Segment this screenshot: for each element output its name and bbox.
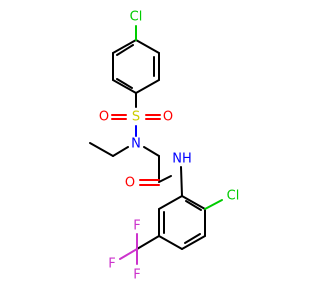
bond-c-f bbox=[119, 248, 138, 260]
atom-label-o: O bbox=[99, 110, 109, 125]
atom-label-s: S bbox=[132, 110, 140, 125]
bond bbox=[181, 195, 206, 210]
chloro-trifluoromethyl-phenyl-ring bbox=[158, 195, 206, 250]
bond-n-ch2 bbox=[143, 146, 160, 157]
bond bbox=[135, 79, 160, 94]
atom-label-cl: Cl bbox=[130, 10, 143, 25]
chlorophenyl-ring bbox=[112, 39, 160, 94]
bond bbox=[158, 235, 183, 250]
bond bbox=[112, 79, 137, 94]
bond bbox=[112, 39, 137, 54]
bond-c-nh bbox=[158, 175, 172, 183]
molecule-structure-diagram: Cl S O O N O NH Cl F F F bbox=[89, 10, 240, 283]
atom-label-f: F bbox=[108, 257, 115, 272]
atom-label-cl: Cl bbox=[227, 189, 240, 204]
atom-label-o: O bbox=[125, 176, 135, 191]
bond-nh-ring bbox=[180, 166, 183, 197]
atom-label-f: F bbox=[133, 219, 140, 234]
bond bbox=[158, 195, 183, 210]
bond-c-cf3 bbox=[136, 235, 160, 250]
atom-label-nh: NH bbox=[172, 152, 192, 167]
double-bond bbox=[116, 44, 134, 56]
atom-label-f: F bbox=[133, 268, 140, 283]
double-bond bbox=[116, 78, 133, 89]
atom-label-o: O bbox=[163, 110, 173, 125]
bond bbox=[181, 235, 206, 250]
double-bond bbox=[184, 233, 201, 244]
molecule-structure-canvas: Cl S O O N O NH Cl F F F bbox=[89, 10, 240, 283]
bond-ethyl bbox=[89, 142, 114, 157]
double-bond bbox=[185, 200, 202, 211]
bond-n-ch2 bbox=[112, 146, 129, 157]
bond bbox=[135, 39, 160, 54]
bond-c-cl bbox=[204, 199, 223, 210]
atom-label-n: N bbox=[131, 137, 141, 152]
